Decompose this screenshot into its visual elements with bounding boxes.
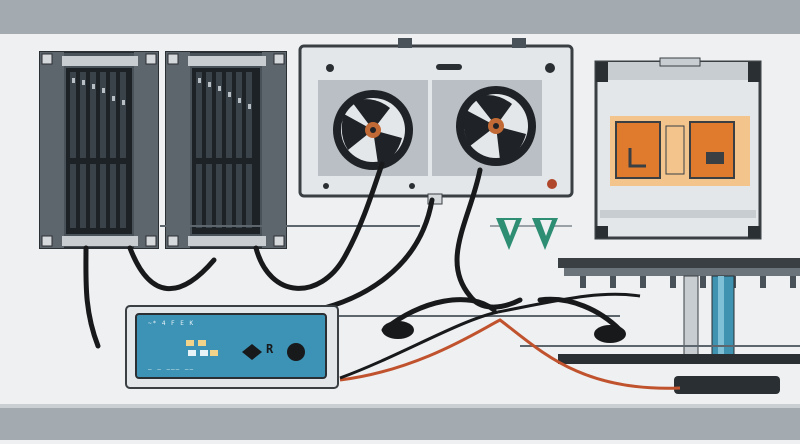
cooling-fan-left xyxy=(333,90,413,170)
thin-signal-cables xyxy=(339,292,641,380)
cooling-fan-right xyxy=(456,86,536,166)
top-band xyxy=(0,0,800,34)
panel-label-bottom: — — ——— —— xyxy=(148,366,195,373)
cable-connectors xyxy=(382,321,626,343)
red-signal-cable xyxy=(339,318,681,390)
power-supply-rack-left xyxy=(39,51,159,249)
bottom-band xyxy=(0,408,800,440)
teal-arrow-indicators xyxy=(490,218,572,250)
control-panel xyxy=(125,305,339,389)
black-power-cables xyxy=(83,161,623,349)
panel-letters: R xyxy=(266,342,275,356)
control-module-right xyxy=(594,57,762,240)
panel-label-top: ~* 4 F E K xyxy=(148,320,195,327)
power-supply-rack-middle xyxy=(165,51,287,249)
mounting-rails xyxy=(160,225,800,347)
mounting-shelf xyxy=(558,258,800,394)
floor-line xyxy=(0,404,800,408)
